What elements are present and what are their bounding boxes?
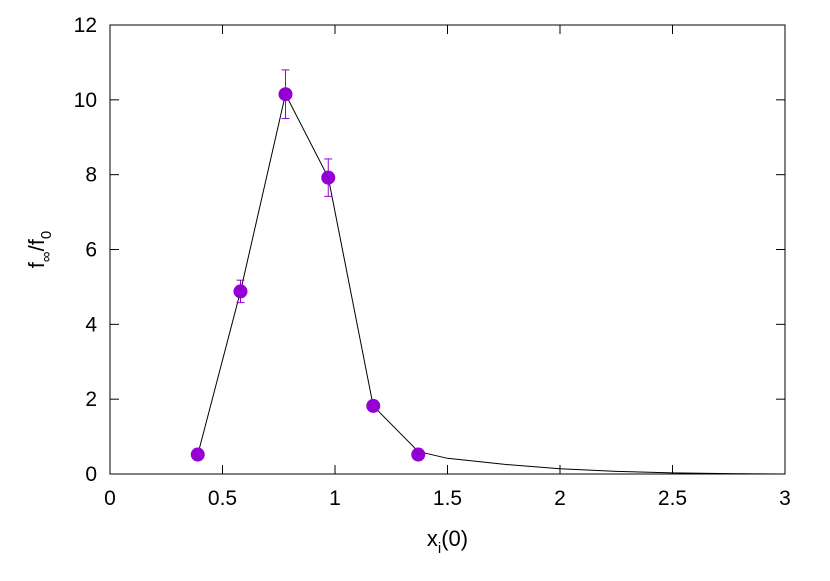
y-axis-label: f∞/f0 <box>24 231 55 268</box>
x-axis-label-sub: i <box>438 540 441 557</box>
data-point <box>411 447 426 462</box>
y-tick-label: 0 <box>85 463 97 486</box>
y-tick-label: 10 <box>74 89 97 112</box>
x-tick-label: 1.5 <box>433 487 462 510</box>
y-tick-label: 6 <box>85 239 97 262</box>
x-tick-label: 0.5 <box>208 487 237 510</box>
x-tick-label: 2.5 <box>658 487 687 510</box>
ticks: 0 0.5 1 1.5 2 2.5 3 0 2 4 6 8 10 12 <box>74 14 791 510</box>
y-tick-label: 8 <box>85 164 97 187</box>
points-layer <box>190 69 426 462</box>
y-axis-label-mid: /f <box>24 238 49 251</box>
data-point <box>366 398 381 413</box>
y-axis-label-base: f <box>24 261 49 268</box>
x-axis-label-base: x <box>427 526 438 551</box>
y-axis-label-sub2: 0 <box>38 231 55 239</box>
fit-curve-line <box>197 92 786 475</box>
y-tick-label: 2 <box>85 388 97 411</box>
x-axis-label: xi(0) <box>427 526 468 557</box>
x-axis-label-suffix: (0) <box>441 526 468 551</box>
y-tick-label: 4 <box>85 313 97 336</box>
data-point <box>321 170 336 185</box>
plot-frame <box>109 24 786 475</box>
data-point <box>190 447 205 462</box>
x-tick-label: 3 <box>779 487 791 510</box>
x-tick-label: 0 <box>104 487 116 510</box>
y-axis-label-sub: ∞ <box>38 251 55 262</box>
data-point <box>233 284 248 299</box>
y-tick-label: 12 <box>74 14 97 37</box>
data-point <box>278 87 293 102</box>
fit-curve-layer <box>197 92 786 475</box>
x-tick-label: 2 <box>554 487 566 510</box>
x-tick-label: 1 <box>329 487 341 510</box>
